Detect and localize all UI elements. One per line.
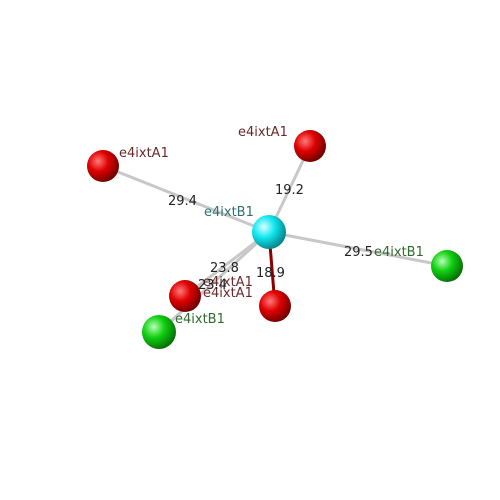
distance-label-red-bottom-left: 23.8 (210, 261, 239, 276)
atom-labels: e4ixtA1 e4ixtA1 e4ixtB1 e4ixtB1 e4ixtA1 … (119, 125, 424, 327)
atom-label-red-left: e4ixtA1 (119, 146, 169, 161)
atom-label-red-top: e4ixtA1 (238, 125, 288, 140)
distance-label-red-top: 19.2 (275, 183, 304, 198)
distance-label-green-bottom-left: 23.4 (198, 278, 227, 293)
bond-center-red-bottom-left (184, 230, 270, 298)
distance-labels: 29.4 19.2 29.5 23.8 18.9 23.4 (168, 183, 373, 293)
atom-red-top[interactable] (294, 130, 326, 162)
atom-green-bottom-left[interactable] (142, 315, 176, 349)
distance-label-green-right: 29.5 (344, 245, 373, 260)
atom-label-green-bottom-left: e4ixtB1 (175, 312, 225, 327)
bond-group (102, 145, 448, 334)
bond-center-green-bottom-left (157, 230, 271, 334)
atom-red-bottom[interactable] (259, 290, 291, 322)
atom-group (87, 130, 463, 349)
atom-label-center: e4ixtB1 (204, 205, 254, 220)
distance-label-red-bottom: 18.9 (256, 266, 285, 281)
atom-center[interactable] (252, 215, 286, 249)
atom-label-red-bottom-left: e4ixtA1 (203, 275, 253, 290)
atom-green-right[interactable] (431, 250, 463, 282)
atom-label-green-right: e4ixtB1 (374, 245, 424, 260)
bond-center-green-right (268, 230, 448, 268)
atom-label-red-bottom: e4ixtA1 (203, 286, 253, 301)
distance-label-red-left: 29.4 (168, 194, 197, 209)
bond-center-red-left (102, 164, 270, 234)
atom-red-bottom-left[interactable] (169, 280, 201, 312)
atom-red-left[interactable] (87, 150, 119, 182)
